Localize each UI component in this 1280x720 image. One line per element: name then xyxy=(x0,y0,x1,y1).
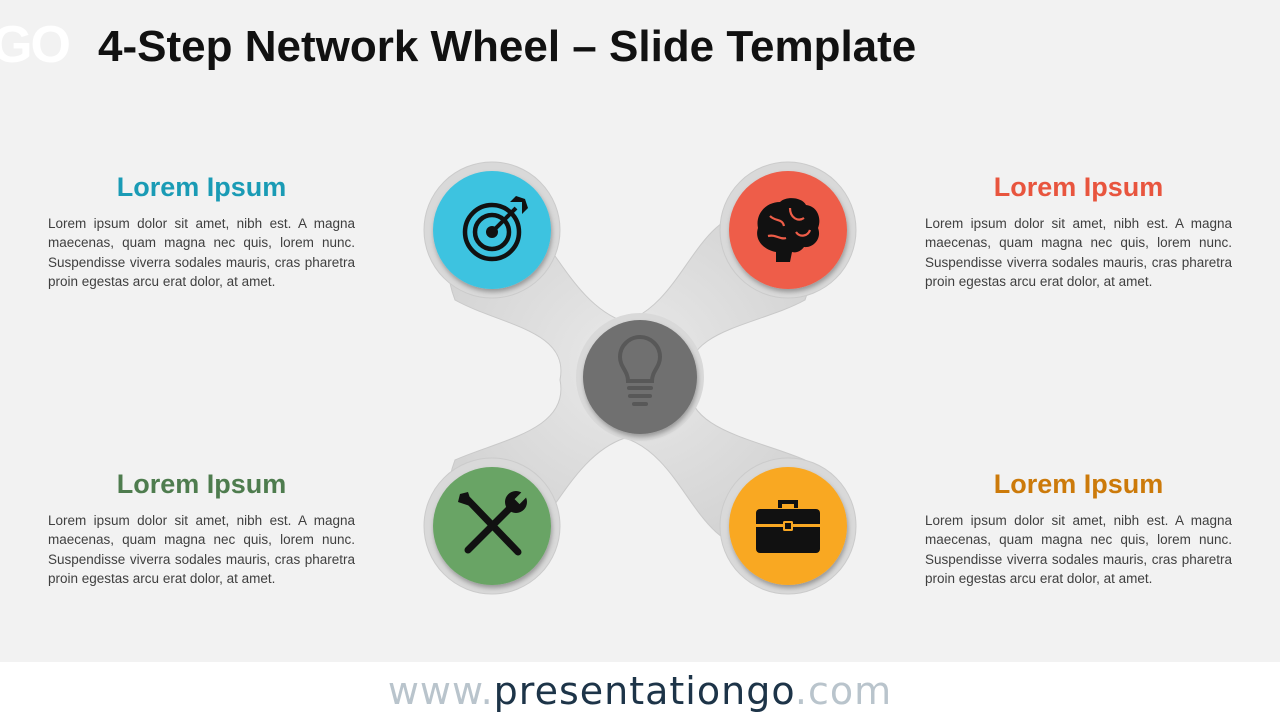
brain-icon xyxy=(757,198,820,262)
network-wheel-diagram xyxy=(423,161,857,595)
text-block-bottom-left: Lorem Ipsum Lorem ipsum dolor sit amet, … xyxy=(48,467,355,589)
circle-top-left xyxy=(433,171,551,289)
step-body: Lorem ipsum dolor sit amet, nibh est. A … xyxy=(925,513,1232,587)
footer-url[interactable]: www.presentationgo.com xyxy=(0,662,1280,720)
step-title: Lorem Ipsum xyxy=(116,469,287,499)
circle-top-right xyxy=(729,171,847,289)
step-body: Lorem ipsum dolor sit amet, nibh est. A … xyxy=(48,513,355,587)
url-suffix: .com xyxy=(794,669,893,713)
step-body: Lorem ipsum dolor sit amet, nibh est. A … xyxy=(925,216,1232,290)
briefcase-icon xyxy=(756,500,820,553)
circle-bottom-right xyxy=(729,467,847,585)
url-domain: presentationgo xyxy=(493,669,795,713)
slide-title: 4-Step Network Wheel – Slide Template xyxy=(98,22,917,71)
tools-icon xyxy=(458,489,529,556)
step-title: Lorem Ipsum xyxy=(993,469,1164,499)
target-icon xyxy=(462,196,528,262)
lightbulb-icon xyxy=(617,334,663,406)
circle-bottom-left xyxy=(433,467,551,585)
text-block-top-left: Lorem Ipsum Lorem ipsum dolor sit amet, … xyxy=(48,170,355,292)
text-block-bottom-right: Lorem Ipsum Lorem ipsum dolor sit amet, … xyxy=(925,467,1232,589)
text-block-top-right: Lorem Ipsum Lorem ipsum dolor sit amet, … xyxy=(925,170,1232,292)
step-body: Lorem ipsum dolor sit amet, nibh est. A … xyxy=(48,216,355,290)
step-title: Lorem Ipsum xyxy=(116,172,287,202)
logo-fragment: GO xyxy=(0,16,71,74)
footer: www.presentationgo.com xyxy=(0,662,1280,720)
center-circle xyxy=(583,320,697,434)
step-title: Lorem Ipsum xyxy=(993,172,1164,202)
url-prefix: www. xyxy=(387,669,494,713)
